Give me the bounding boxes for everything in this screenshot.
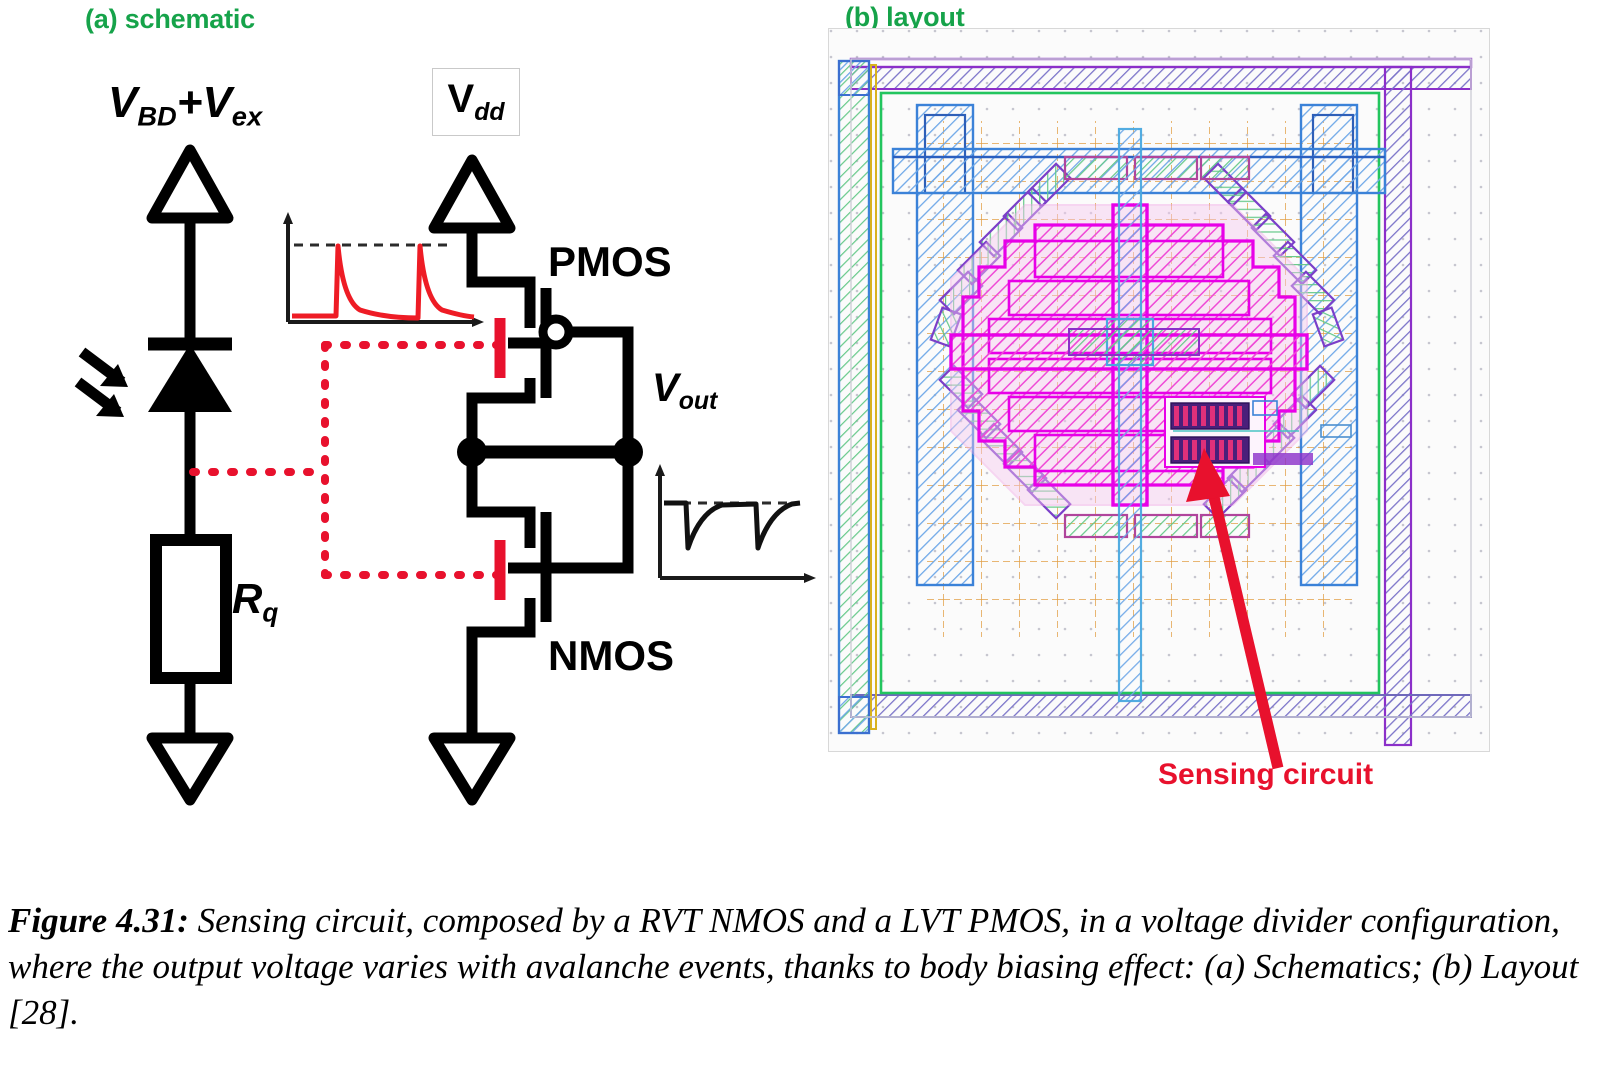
pmos-label: PMOS (548, 238, 672, 285)
guard-ring-contacts (929, 155, 1345, 539)
sensing-circuit-devices (1164, 396, 1352, 468)
nmos-label: NMOS (548, 632, 674, 679)
quench-resistor-icon (150, 534, 232, 738)
ground-terminal-right-icon (428, 732, 516, 806)
layout-drawing (829, 29, 1489, 751)
nmos-transistor-icon (466, 452, 634, 738)
spad-waveform-inset (283, 212, 484, 327)
layout-panel (828, 28, 1490, 752)
schematic-drawing (74, 144, 816, 806)
vbd-supply-terminal-icon (146, 144, 234, 340)
spad-diode-icon (148, 337, 232, 540)
vout-node-icon (457, 437, 643, 467)
vdd-supply-label: Vdd (432, 68, 520, 136)
pmos-transistor-icon (466, 270, 634, 452)
panel-a-title: (a) schematic (85, 4, 255, 34)
panel-b-title: (b) layout (845, 2, 965, 32)
center-metal-strap (1068, 127, 1200, 703)
photon-arrows-icon (74, 347, 128, 417)
ground-terminal-left-icon (146, 732, 234, 806)
edge-guard-columns (837, 59, 877, 735)
vout-label: Vout (652, 366, 718, 415)
figure-number: Figure 4.31: (8, 901, 189, 940)
quench-resistor-label: Rq (232, 575, 279, 628)
sensing-circuit-label: Sensing circuit (1158, 758, 1374, 791)
vbd-supply-label: VBD+Vex (108, 78, 263, 132)
sensing-circuit-arrow (1186, 448, 1284, 770)
vdd-supply-terminal-icon (428, 154, 516, 270)
vout-waveform-inset (655, 464, 816, 583)
figure-caption-text: Sensing circuit, composed by a RVT NMOS … (8, 901, 1579, 1033)
figure-caption: Figure 4.31: Sensing circuit, composed b… (8, 898, 1592, 1037)
body-bias-routing (189, 341, 502, 579)
layout-frame (850, 58, 1472, 718)
